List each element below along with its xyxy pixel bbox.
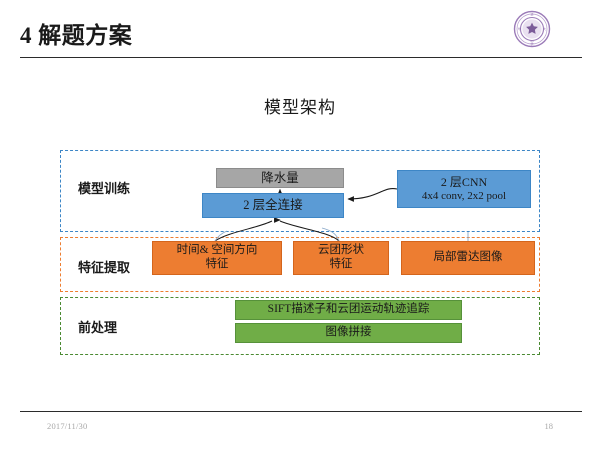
- band-label-model-training: 模型训练: [78, 181, 131, 196]
- svg-text:华: 华: [518, 26, 521, 31]
- svg-text:清: 清: [530, 12, 533, 17]
- node-fully-connected: 2 层全连接: [202, 193, 344, 218]
- footer-divider: [20, 411, 582, 412]
- band-label-preprocessing: 前处理: [78, 320, 118, 335]
- band-label-feature-extraction: 特征提取: [78, 260, 131, 275]
- node-feature-2-line2: 特征: [329, 258, 353, 270]
- svg-text:大: 大: [543, 26, 546, 31]
- node-feature-local-radar-image: 局部雷达图像: [401, 241, 535, 275]
- node-feature-1-line2: 特征: [205, 258, 229, 270]
- page-title: 4 解题方案: [20, 23, 133, 48]
- node-cnn-line2: 4x4 conv, 2x2 pool: [421, 189, 507, 202]
- svg-text:1911: 1911: [530, 40, 535, 43]
- svg-text:学: 学: [530, 41, 533, 46]
- node-sift-tracking: SIFT描述子和云团运动轨迹追踪: [235, 300, 462, 320]
- footer-page-number: 18: [544, 421, 554, 431]
- header-divider: [20, 57, 582, 58]
- node-feature-2-line1: 云团形状: [318, 244, 364, 257]
- band-preprocessing: [60, 297, 540, 355]
- node-feature-1-line1: 时间& 空间方向: [176, 244, 258, 257]
- node-cnn-line1: 2 层CNN: [440, 175, 488, 190]
- node-precipitation: 降水量: [216, 168, 344, 188]
- node-feature-cloud-shape: 云团形状 特征: [293, 241, 389, 275]
- slide-header: 4 解题方案 清 大 学 华 1911: [0, 0, 600, 62]
- node-feature-temporal-spatial: 时间& 空间方向 特征: [152, 241, 282, 275]
- footer-date: 2017/11/30: [47, 421, 88, 431]
- diagram-title: 模型架构: [264, 98, 336, 117]
- node-cnn: 2 层CNN 4x4 conv, 2x2 pool: [397, 170, 531, 208]
- node-image-stitching: 图像拼接: [235, 323, 462, 343]
- tsinghua-university-seal-icon: 清 大 学 华 1911: [513, 10, 551, 48]
